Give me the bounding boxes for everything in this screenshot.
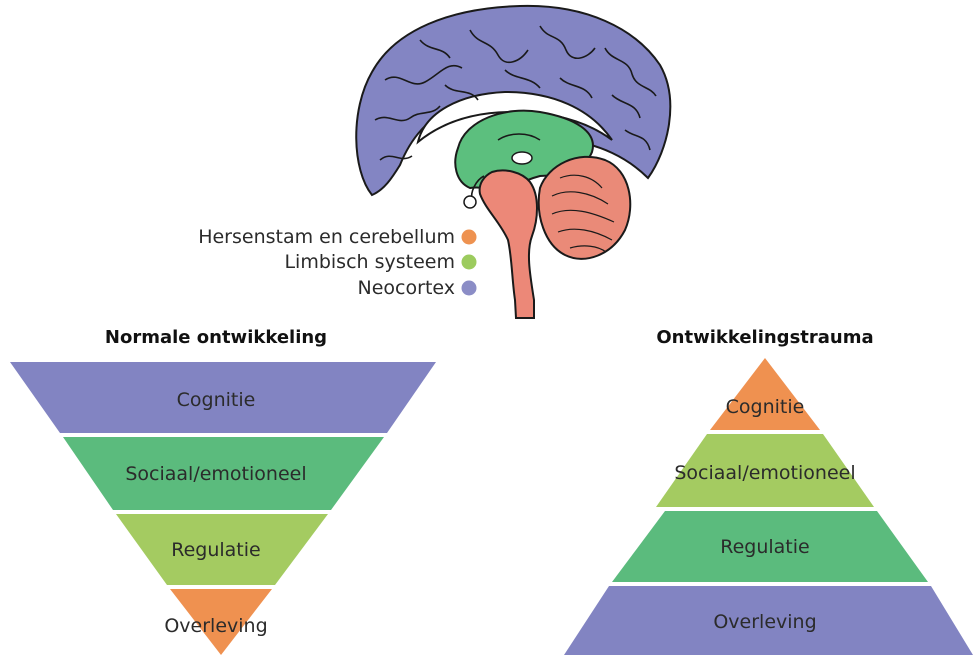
cerebellum-region: [537, 155, 632, 260]
trauma-pyramid: Ontwikkelingstrauma Cognitie Sociaal/emo…: [564, 327, 973, 655]
right-level-cognitie-label: Cognitie: [726, 396, 805, 418]
right-level-overleving: [564, 586, 973, 655]
legend-dot-brainstem: [461, 229, 477, 245]
left-level-sociaal-label: Sociaal/emotioneel: [125, 463, 306, 485]
left-level-cognitie: [10, 362, 436, 433]
left-level-overleving-label: Overleving: [164, 615, 267, 637]
legend: Hersenstam en cerebellum Limbisch systee…: [198, 226, 477, 299]
brainstem-region: [478, 169, 538, 319]
right-level-overleving-label: Overleving: [713, 611, 816, 633]
right-level-sociaal: [656, 434, 874, 507]
left-level-regulatie: [116, 514, 328, 585]
right-level-regulatie-label: Regulatie: [720, 536, 809, 558]
right-level-cognitie: [710, 358, 820, 430]
gyri-lines: [374, 25, 657, 161]
normal-development-title: Normale ontwikkeling: [105, 327, 327, 348]
left-level-regulatie-label: Regulatie: [171, 539, 260, 561]
legend-dot-limbic: [461, 254, 477, 270]
trauma-title: Ontwikkelingstrauma: [656, 327, 873, 348]
legend-label-brainstem: Hersenstam en cerebellum: [198, 226, 455, 248]
normal-development-pyramid: Normale ontwikkeling Cognitie Sociaal/em…: [10, 327, 436, 655]
legend-dot-neocortex: [461, 280, 477, 296]
left-level-cognitie-label: Cognitie: [177, 389, 256, 411]
right-level-sociaal-label: Sociaal/emotioneel: [674, 462, 855, 484]
legend-label-limbic: Limbisch systeem: [284, 251, 455, 273]
cerebellum-folia: [551, 174, 615, 253]
brain-illustration: [355, 4, 672, 319]
corpus-callosum: [416, 90, 613, 145]
left-level-sociaal: [63, 437, 384, 510]
right-level-regulatie: [612, 511, 928, 582]
legend-label-neocortex: Neocortex: [358, 277, 455, 299]
left-level-overleving: [170, 589, 272, 655]
